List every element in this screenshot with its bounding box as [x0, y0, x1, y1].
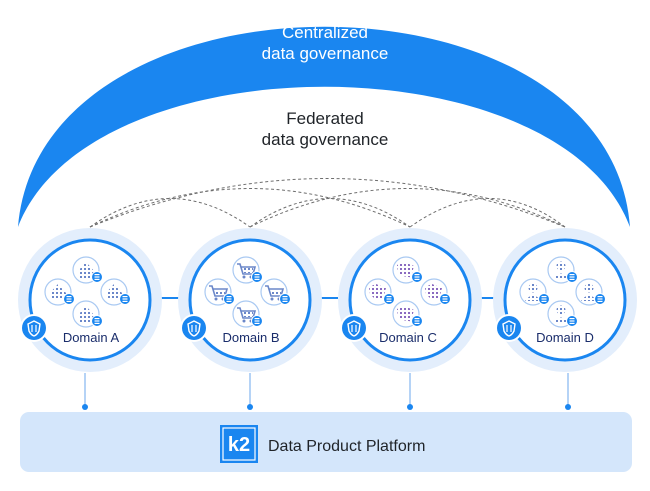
database-icon	[538, 293, 550, 305]
database-icon	[91, 315, 103, 327]
database-icon	[223, 293, 235, 305]
database-icon	[279, 293, 291, 305]
domain-a-label: Domain A	[62, 330, 120, 345]
federated-title-line2: data governance	[261, 130, 389, 149]
centralized-governance-title: Centralized data governance	[225, 22, 425, 64]
centralized-title-line1: Centralized	[282, 23, 368, 42]
database-icon	[566, 315, 578, 327]
database-icon	[411, 315, 423, 327]
federated-governance-title: Federated data governance	[225, 108, 425, 150]
domain-c-node	[338, 228, 482, 372]
database-icon	[383, 293, 395, 305]
shield-icon	[180, 314, 208, 342]
shield-icon	[20, 314, 48, 342]
platform-links	[84, 373, 569, 406]
centralized-title-line2: data governance	[261, 44, 389, 63]
centralized-governance-arc	[18, 26, 630, 227]
data-product-platform	[20, 412, 632, 472]
database-icon	[251, 271, 263, 283]
platform-label: Data Product Platform	[268, 438, 426, 455]
platform-link-dots	[82, 404, 571, 410]
database-icon	[63, 293, 75, 305]
federated-title-line1: Federated	[286, 109, 364, 128]
domain-b-node	[178, 228, 322, 372]
domain-c-label: Domain C	[379, 330, 437, 345]
database-icon	[91, 271, 103, 283]
database-icon	[251, 315, 263, 327]
svg-text:k2: k2	[228, 434, 250, 456]
database-icon	[411, 271, 423, 283]
map-icon	[420, 278, 448, 306]
database-icon	[594, 293, 606, 305]
k2-logo-icon: k2	[220, 425, 258, 463]
domain-d-label: Domain D	[536, 330, 594, 345]
database-icon	[439, 293, 451, 305]
person-icon	[519, 278, 547, 306]
database-icon	[566, 271, 578, 283]
database-icon	[119, 293, 131, 305]
domain-d-node	[493, 228, 637, 372]
domain-b-label: Domain B	[222, 330, 280, 345]
domain-a-node	[18, 228, 162, 372]
federated-connections	[89, 178, 566, 228]
shield-icon	[340, 314, 368, 342]
shield-icon	[495, 314, 523, 342]
